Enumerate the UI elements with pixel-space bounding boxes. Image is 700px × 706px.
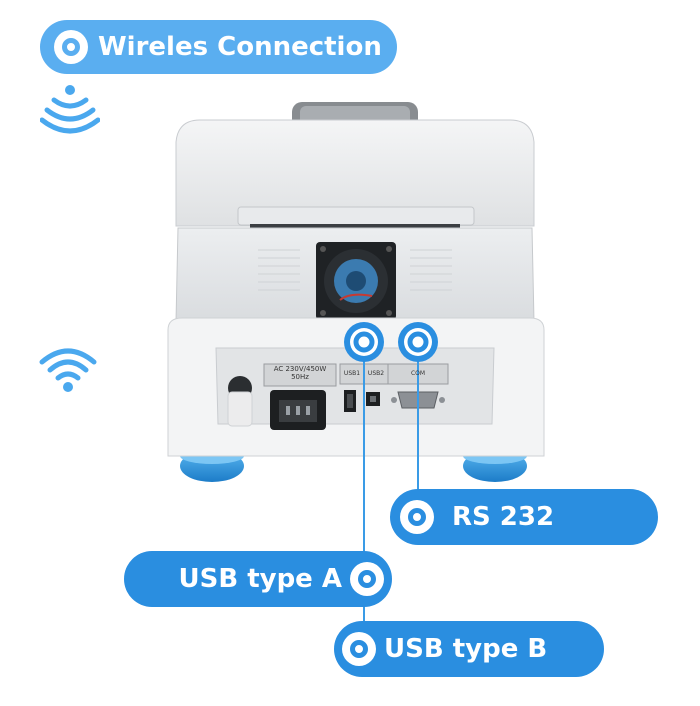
usb1-label: USB1 [343,370,361,377]
wifi-signal-icon [40,85,100,134]
rs232-label: RS 232 [452,502,555,532]
wireless-connection-callout: Wireles Connection [40,20,397,74]
ring-icon [350,562,384,596]
usb-type-b-label: USB type B [384,634,548,664]
power-label-line2: 50Hz [291,373,309,381]
usb-port-marker [344,322,384,362]
ring-icon [400,500,434,534]
usb-type-b-callout: USB type B [334,621,604,677]
rs232-callout: RS 232 [390,489,658,545]
wifi-icon [39,348,97,392]
power-label: AC 230V/450W 50Hz [264,365,336,381]
ring-icon [342,632,376,666]
com-port-marker [398,322,438,362]
usb2-label: USB2 [367,370,385,377]
com-label: COM [410,370,426,377]
usb-type-a-label: USB type A [178,564,342,594]
wireless-connection-label: Wireles Connection [98,32,382,62]
cooling-fan [316,242,396,320]
usb-type-a-callout: USB type A [124,551,392,607]
power-label-line1: AC 230V/450W [273,365,327,373]
lid [175,102,535,234]
ring-icon [54,30,88,64]
power-socket-panel [263,363,337,430]
knob [227,376,253,427]
